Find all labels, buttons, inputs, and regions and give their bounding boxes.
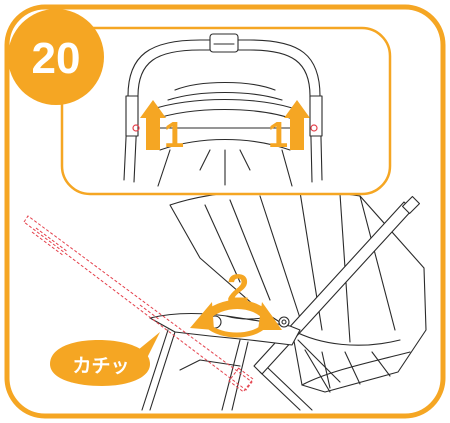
detail-inset-frame	[60, 26, 392, 196]
latch-left-indicator	[132, 124, 140, 132]
step-number-badge	[8, 9, 104, 105]
seat-frame	[149, 312, 301, 346]
lift-arrow-left	[140, 100, 166, 150]
click-sound-label: カチッ	[72, 355, 129, 377]
latch-right-indicator	[310, 124, 318, 132]
handlebar-outline-dashed	[23, 215, 254, 393]
handlebar-detail-illustration	[123, 33, 323, 187]
rotate-arrow	[190, 300, 282, 338]
lift-arrow-right	[284, 100, 310, 150]
click-sound-bubble	[50, 332, 160, 386]
hinge-right	[278, 316, 290, 328]
lift-step-number-right: 1	[268, 114, 288, 155]
stroller-main-illustration	[141, 189, 427, 411]
lift-step-number-left: 1	[164, 114, 184, 155]
rotate-step-number: 2	[227, 267, 249, 311]
step-number-text: 20	[32, 34, 81, 83]
